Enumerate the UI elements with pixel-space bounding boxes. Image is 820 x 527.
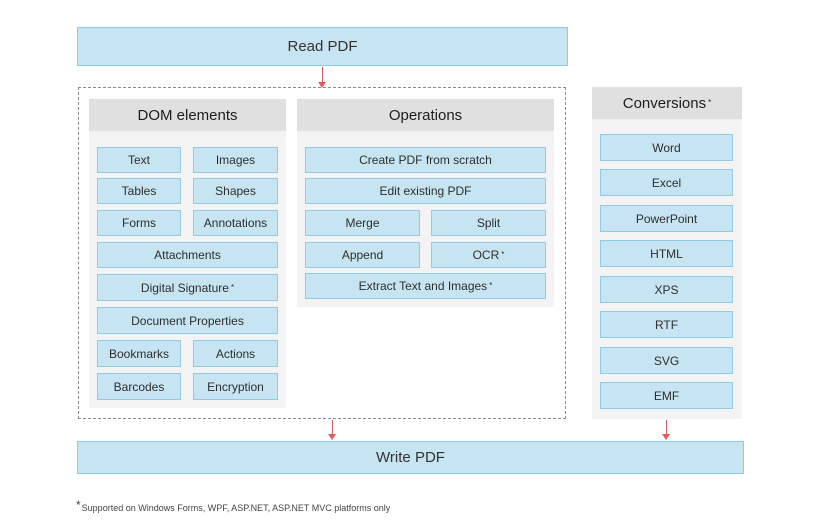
dom-shapes-box: Shapes — [193, 178, 278, 204]
arrow-conversions-to-write — [662, 420, 670, 440]
conversions-heading: Conversions* — [592, 87, 742, 119]
op-merge-box: Merge — [305, 210, 420, 236]
processing-group-frame — [78, 87, 566, 419]
footnote: *Supported on Windows Forms, WPF, ASP.NE… — [76, 498, 390, 513]
dom-encryption-box: Encryption — [193, 373, 278, 400]
op-ocr-box: OCR* — [431, 242, 546, 268]
write-pdf-box: Write PDF — [77, 441, 744, 474]
dom-bookmarks-box: Bookmarks — [97, 340, 181, 367]
op-split-box: Split — [431, 210, 546, 236]
op-edit-pdf-box: Edit existing PDF — [305, 178, 546, 204]
read-pdf-box: Read PDF — [77, 27, 568, 66]
op-append-box: Append — [305, 242, 420, 268]
conversion-html-box: HTML — [600, 240, 733, 267]
dom-forms-box: Forms — [97, 210, 181, 236]
dom-annotations-box: Annotations — [193, 210, 278, 236]
dom-elements-heading: DOM elements — [89, 99, 286, 131]
dom-text-box: Text — [97, 147, 181, 173]
dom-attachments-box: Attachments — [97, 242, 278, 268]
conversion-svg-box: SVG — [600, 347, 733, 374]
conversion-excel-box: Excel — [600, 169, 733, 196]
conversions-heading-label: Conversions — [622, 94, 707, 112]
footnote-text: Supported on Windows Forms, WPF, ASP.NET… — [81, 503, 391, 513]
dom-digital-signature-label: Digital Signature — [140, 280, 229, 295]
op-ocr-label: OCR — [472, 248, 500, 262]
conversion-xps-box: XPS — [600, 276, 733, 303]
conversion-word-box: Word — [600, 134, 733, 161]
dom-digital-signature-box: Digital Signature* — [97, 274, 278, 301]
operations-heading: Operations — [297, 99, 554, 131]
dom-images-box: Images — [193, 147, 278, 173]
op-create-pdf-box: Create PDF from scratch — [305, 147, 546, 173]
op-extract-box: Extract Text and Images* — [305, 273, 546, 299]
dom-document-properties-box: Document Properties — [97, 307, 278, 334]
arrow-group-to-write — [328, 420, 336, 440]
op-extract-label: Extract Text and Images — [358, 279, 488, 293]
dom-barcodes-box: Barcodes — [97, 373, 181, 400]
arrow-read-to-dom — [318, 67, 326, 88]
dom-actions-box: Actions — [193, 340, 278, 367]
conversion-emf-box: EMF — [600, 382, 733, 409]
footnote-asterisk: * — [76, 498, 81, 512]
dom-tables-box: Tables — [97, 178, 181, 204]
conversion-rtf-box: RTF — [600, 311, 733, 338]
conversion-powerpoint-box: PowerPoint — [600, 205, 733, 232]
